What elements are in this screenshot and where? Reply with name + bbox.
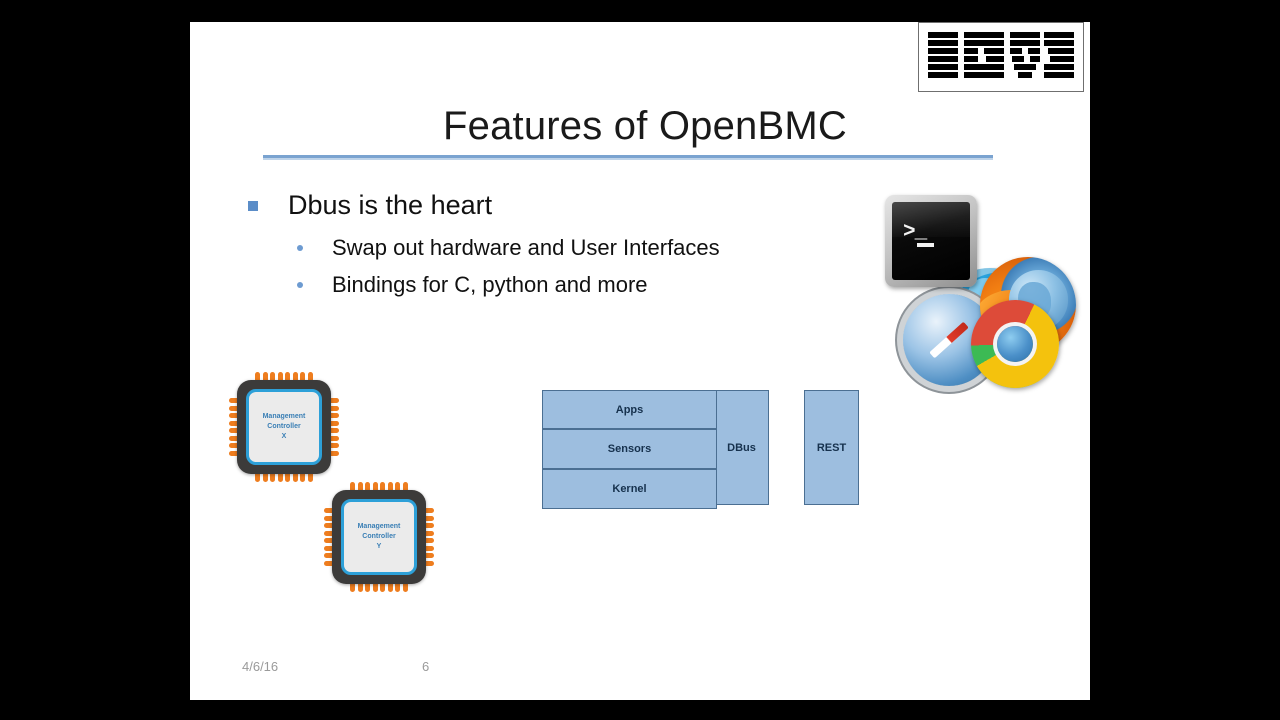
- arch-block-kernel: Kernel: [542, 469, 717, 509]
- bullet-list: Dbus is the heart Swap out hardware and …: [240, 188, 900, 304]
- bullet-label: Dbus is the heart: [288, 190, 493, 220]
- architecture-diagram: DBus Apps Sensors Kernel REST: [542, 390, 872, 510]
- chip-die: Management Controller Y: [341, 499, 417, 575]
- title-underline-rule: [263, 155, 993, 158]
- dot-bullet-icon: [297, 282, 303, 289]
- chip-label-line1: Management: [357, 522, 401, 530]
- footer-page-number: 6: [422, 659, 430, 674]
- terminal-cursor: [917, 243, 934, 247]
- dot-bullet-icon: [297, 244, 303, 251]
- terminal-prompt-label: >_: [903, 221, 927, 244]
- bullet-item-primary: Dbus is the heart: [240, 188, 900, 223]
- chip-label-line2: Controller: [267, 422, 301, 430]
- terminal-glare: [892, 202, 970, 238]
- chrome-center-hub: [996, 325, 1034, 363]
- interfaces-icon-cluster: >_: [885, 172, 1080, 388]
- chip-pins-right: [418, 508, 434, 566]
- presentation-slide: Features of OpenBMC Dbus is the heart Sw…: [190, 22, 1090, 700]
- arch-block-apps: Apps: [542, 390, 717, 429]
- chip-die: Management Controller X: [246, 389, 322, 465]
- chip-label-line1: Management: [262, 412, 306, 420]
- management-controller-y-chip: Management Controller Y: [324, 482, 434, 592]
- bullet-label: Swap out hardware and User Interfaces: [332, 234, 720, 260]
- arch-block-rest: REST: [804, 390, 859, 505]
- ibm-logo: [918, 22, 1084, 92]
- chrome-icon: [971, 300, 1059, 388]
- bullet-item-sub: Bindings for C, python and more: [240, 266, 900, 304]
- chip-pins-bottom: [255, 466, 313, 482]
- chip-body: Management Controller Y: [332, 490, 426, 584]
- terminal-icon: >_: [885, 195, 977, 287]
- terminal-screen: >_: [892, 202, 970, 280]
- chip-label-line3: X: [281, 433, 287, 441]
- arch-block-dbus: DBus: [714, 390, 769, 505]
- slide-title: Features of OpenBMC: [443, 104, 847, 148]
- chip-label-line3: Y: [376, 543, 382, 551]
- bullet-item-sub: Swap out hardware and User Interfaces: [240, 229, 900, 267]
- chip-pins-bottom: [350, 576, 408, 592]
- arch-stack: Apps Sensors Kernel: [542, 390, 717, 509]
- safari-needle-icon: [929, 321, 969, 359]
- management-controller-x-chip: Management Controller X: [229, 372, 339, 482]
- bullet-label: Bindings for C, python and more: [332, 272, 648, 298]
- chip-label-line2: Controller: [362, 532, 396, 540]
- square-bullet-icon: [248, 201, 258, 211]
- chip-body: Management Controller X: [237, 380, 331, 474]
- footer-date: 4/6/16: [242, 659, 279, 674]
- chip-pins-right: [323, 398, 339, 456]
- arch-block-sensors: Sensors: [542, 429, 717, 469]
